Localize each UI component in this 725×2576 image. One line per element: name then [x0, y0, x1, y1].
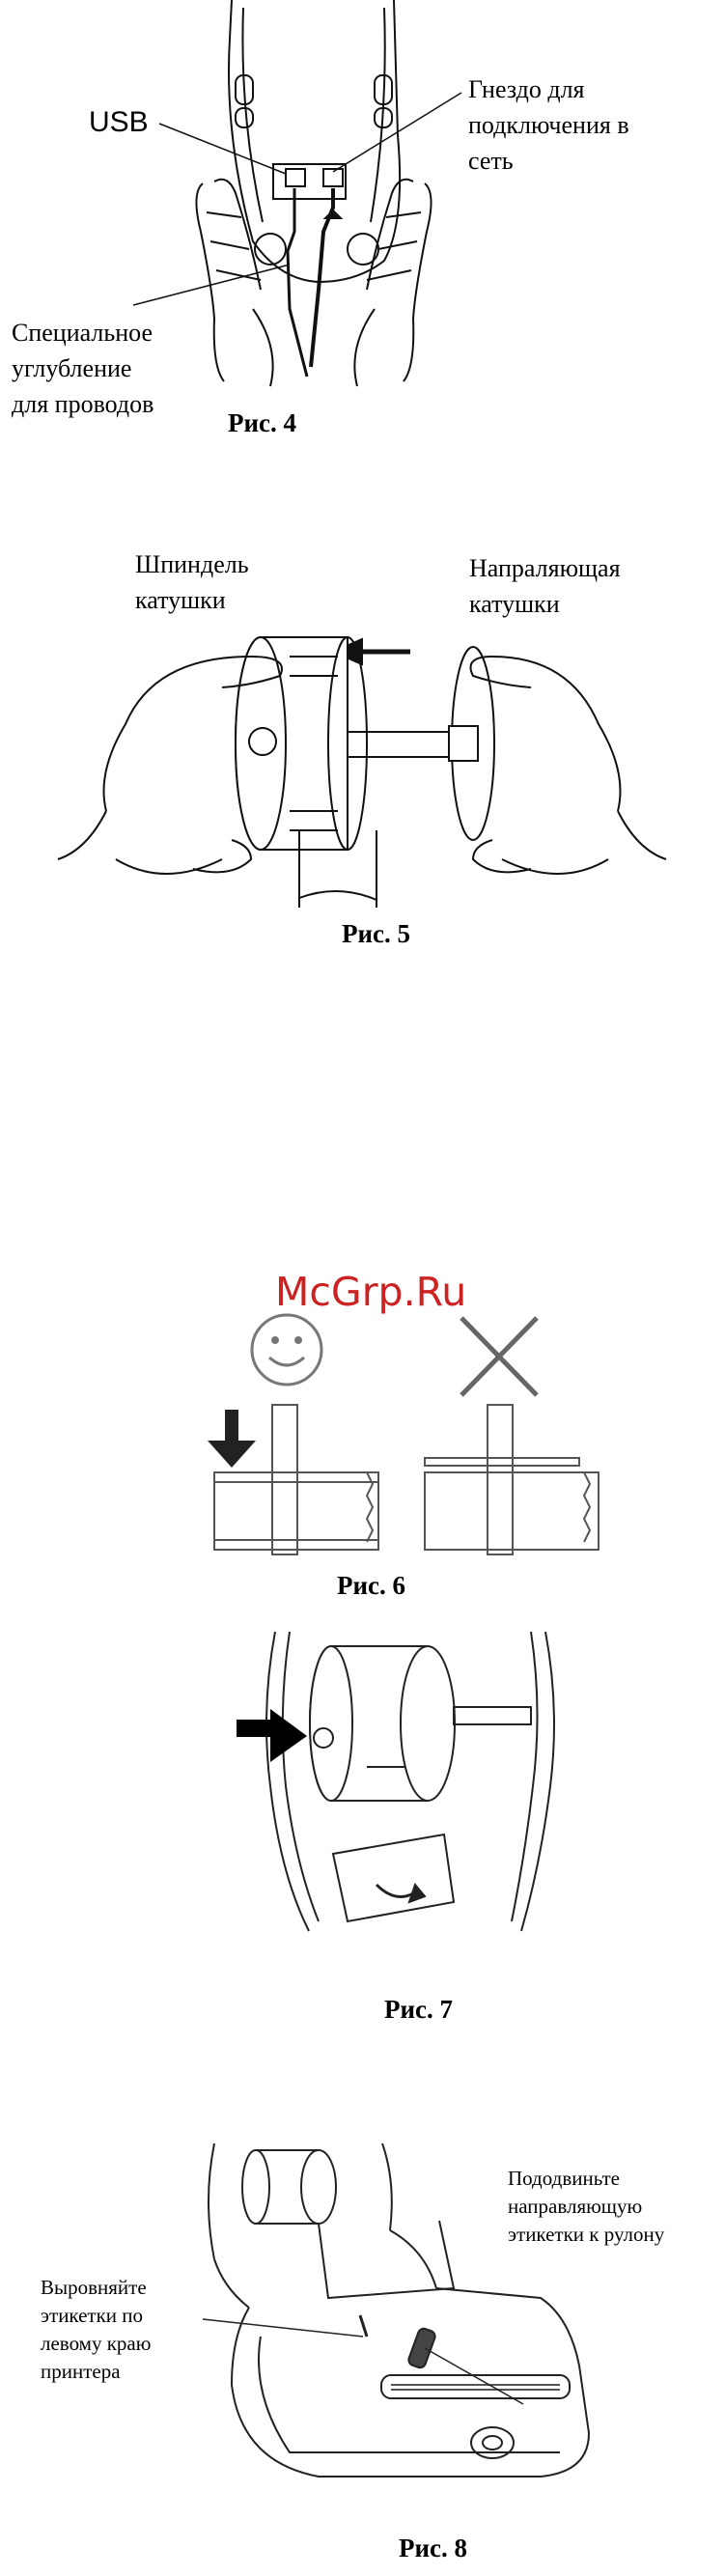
- smiley-icon: [252, 1315, 321, 1385]
- spool-guide-label: Напраляющая катушки: [469, 550, 621, 622]
- figure-7-illustration: [0, 1632, 725, 1941]
- usb-label: USB: [89, 104, 149, 140]
- cable-groove-label-line: углубление: [12, 350, 153, 386]
- power-socket-label-line: Гнездо для: [468, 71, 629, 107]
- figure-6-caption: Рис. 6: [337, 1571, 405, 1601]
- spool-spindle-label: Шпиндель катушки: [135, 546, 249, 618]
- figure-8-caption: Рис. 8: [399, 2534, 467, 2563]
- spool-guide-label-line: Напраляющая: [469, 550, 621, 586]
- figure-4-caption: Рис. 4: [228, 408, 296, 438]
- cable-groove-label-line: для проводов: [12, 386, 153, 422]
- watermark-text: McGrp.Ru: [275, 1269, 466, 1315]
- spool-spindle-label-line: Шпиндель: [135, 546, 249, 582]
- power-socket-label: Гнездо для подключения в сеть: [468, 71, 629, 179]
- power-socket-label-line: подключения в: [468, 107, 629, 143]
- cable-groove-label-line: Специальное: [12, 315, 153, 350]
- figure-7-caption: Рис. 7: [384, 1995, 453, 2025]
- figure-5-illustration: [0, 618, 725, 908]
- figure-8-illustration: [0, 2143, 725, 2530]
- spool-guide-label-line: катушки: [469, 586, 621, 622]
- power-socket-label-line: сеть: [468, 143, 629, 179]
- cable-groove-label: Специальное углубление для проводов: [12, 315, 153, 422]
- spool-spindle-label-line: катушки: [135, 582, 249, 618]
- figure-5-caption: Рис. 5: [342, 919, 410, 949]
- figure-6-illustration: [0, 1313, 725, 1564]
- cross-icon: [461, 1318, 537, 1395]
